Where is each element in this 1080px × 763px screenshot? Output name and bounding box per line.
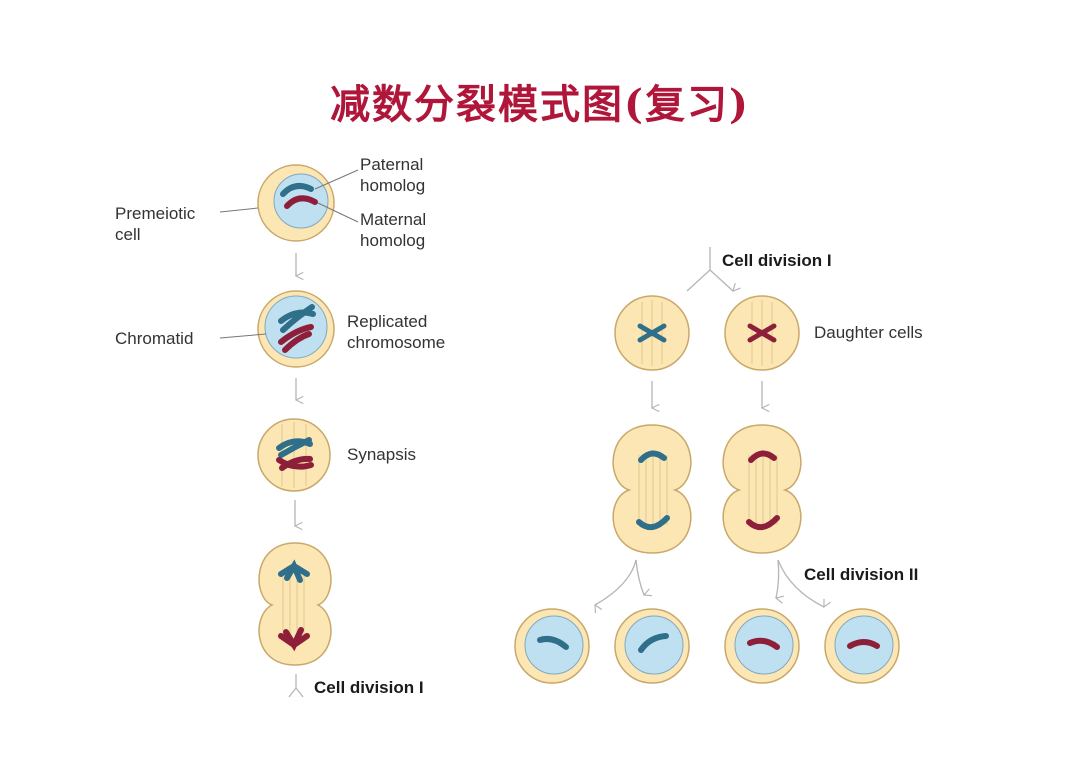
premeiotic-cell-label: Premeiotic cell <box>115 204 200 244</box>
replicated-chromosome-label: Replicated chromosome <box>347 312 445 352</box>
maternal-homolog-label: Maternal homolog <box>360 210 431 250</box>
replicated-cell <box>257 290 335 368</box>
haploid-cell-4 <box>824 608 900 684</box>
daughter-cells-label: Daughter cells <box>814 323 923 342</box>
daughter-cell-right <box>724 295 800 371</box>
haploid-cell-1 <box>514 608 590 684</box>
paternal-homolog-label: Paternal homolog <box>360 155 428 195</box>
division-branch <box>635 559 644 595</box>
cell-division-2-label: Cell division II <box>804 565 918 584</box>
division-branch <box>776 559 779 598</box>
haploid-cell-2 <box>614 608 690 684</box>
division-branch <box>777 559 824 607</box>
cell-division-1-label-top: Cell division I <box>722 251 832 270</box>
anaphase-one-cell <box>258 542 332 666</box>
division-branch <box>686 247 733 291</box>
page-title: 减数分裂模式图(复习) <box>330 81 750 128</box>
daughter-cell-left <box>614 295 690 371</box>
synapsis-label: Synapsis <box>347 445 416 464</box>
premeiotic-cell <box>257 164 335 242</box>
chromatid-label: Chromatid <box>115 329 193 348</box>
anaphase-two-cell-left <box>612 424 692 554</box>
division-branch <box>595 559 637 605</box>
synapsis-cell <box>257 418 331 492</box>
division-connector <box>288 674 304 698</box>
paternal-chromosome <box>280 182 314 197</box>
maternal-chromosome <box>284 195 318 209</box>
cell-division-1-label-bottom: Cell division I <box>314 678 424 697</box>
anaphase-two-cell-right <box>722 424 802 554</box>
haploid-cell-3 <box>724 608 800 684</box>
